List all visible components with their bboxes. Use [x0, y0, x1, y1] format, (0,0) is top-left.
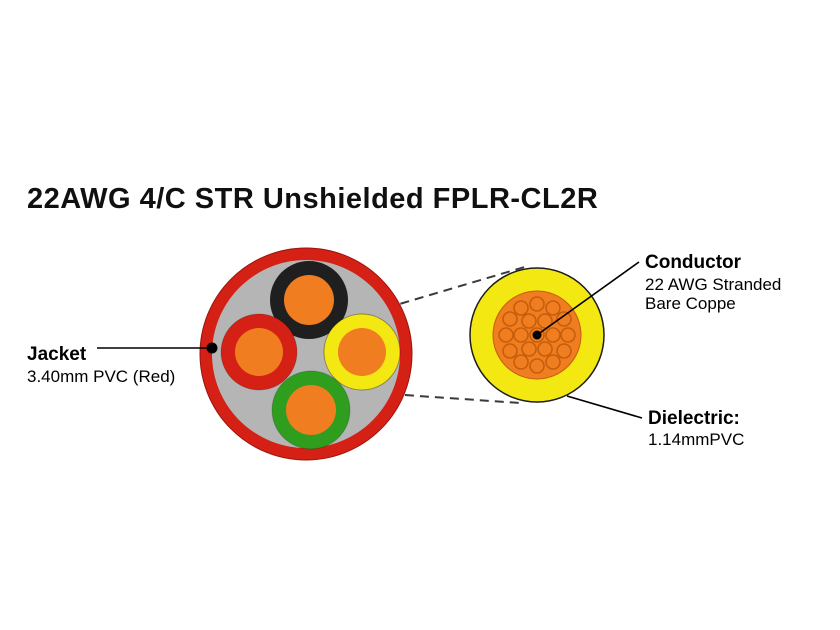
conductor-red: [220, 313, 298, 391]
page-title: 22AWG 4/C STR Unshielded FPLR-CL2R: [27, 183, 598, 215]
copper-strand: [502, 311, 518, 327]
dielectric-leader-line: [566, 395, 643, 419]
dielectric-detail: 1.14mmPVC: [648, 430, 744, 449]
copper-strand: [502, 343, 518, 359]
jacket-detail: 3.40mm PVC (Red): [27, 367, 175, 386]
copper-strand: [513, 354, 529, 370]
copper-strand: [513, 300, 529, 316]
copper-strand: [498, 327, 514, 343]
copper-core: [338, 328, 386, 376]
conductor-leader-line: [536, 261, 640, 336]
copper-strand: [545, 354, 561, 370]
jacket-label: Jacket: [27, 344, 87, 365]
copper-core: [286, 385, 336, 435]
zoom-cone-top-line: [385, 265, 529, 309]
copper-strand: [556, 343, 572, 359]
dielectric-callout: Dielectric: 1.14mmPVC: [566, 395, 744, 449]
copper-strand: [537, 313, 553, 329]
filler-core: [212, 260, 400, 448]
dielectric-label: Dielectric:: [648, 408, 740, 429]
jacket-callout: Jacket 3.40mm PVC (Red): [27, 342, 218, 386]
copper-strand: [545, 300, 561, 316]
conductor-detail-line2: Bare Coppe: [645, 294, 736, 313]
copper-strand: [529, 296, 545, 312]
copper-strand: [560, 327, 576, 343]
zoom-cone-bottom-line: [389, 393, 521, 404]
copper-strand: [556, 311, 572, 327]
copper-strand: [545, 327, 561, 343]
cable-cross-section: [199, 247, 413, 461]
copper-strand: [513, 327, 529, 343]
copper-strand: [537, 341, 553, 357]
copper-strand: [521, 313, 537, 329]
conductor-yellow: [323, 313, 401, 391]
conductor-label: Conductor: [645, 252, 742, 273]
conductor-black: [270, 261, 348, 339]
copper-strand: [529, 358, 545, 374]
copper-core: [284, 275, 334, 325]
copper-strand: [521, 341, 537, 357]
conductor-green: [271, 370, 351, 450]
copper-core: [235, 328, 283, 376]
conductor-callout: Conductor 22 AWG Stranded Bare Coppe: [532, 252, 781, 340]
jacket-anchor-dot: [206, 342, 218, 354]
conductor-detail-line1: 22 AWG Stranded: [645, 275, 781, 294]
conductor-anchor-dot: [532, 330, 542, 340]
